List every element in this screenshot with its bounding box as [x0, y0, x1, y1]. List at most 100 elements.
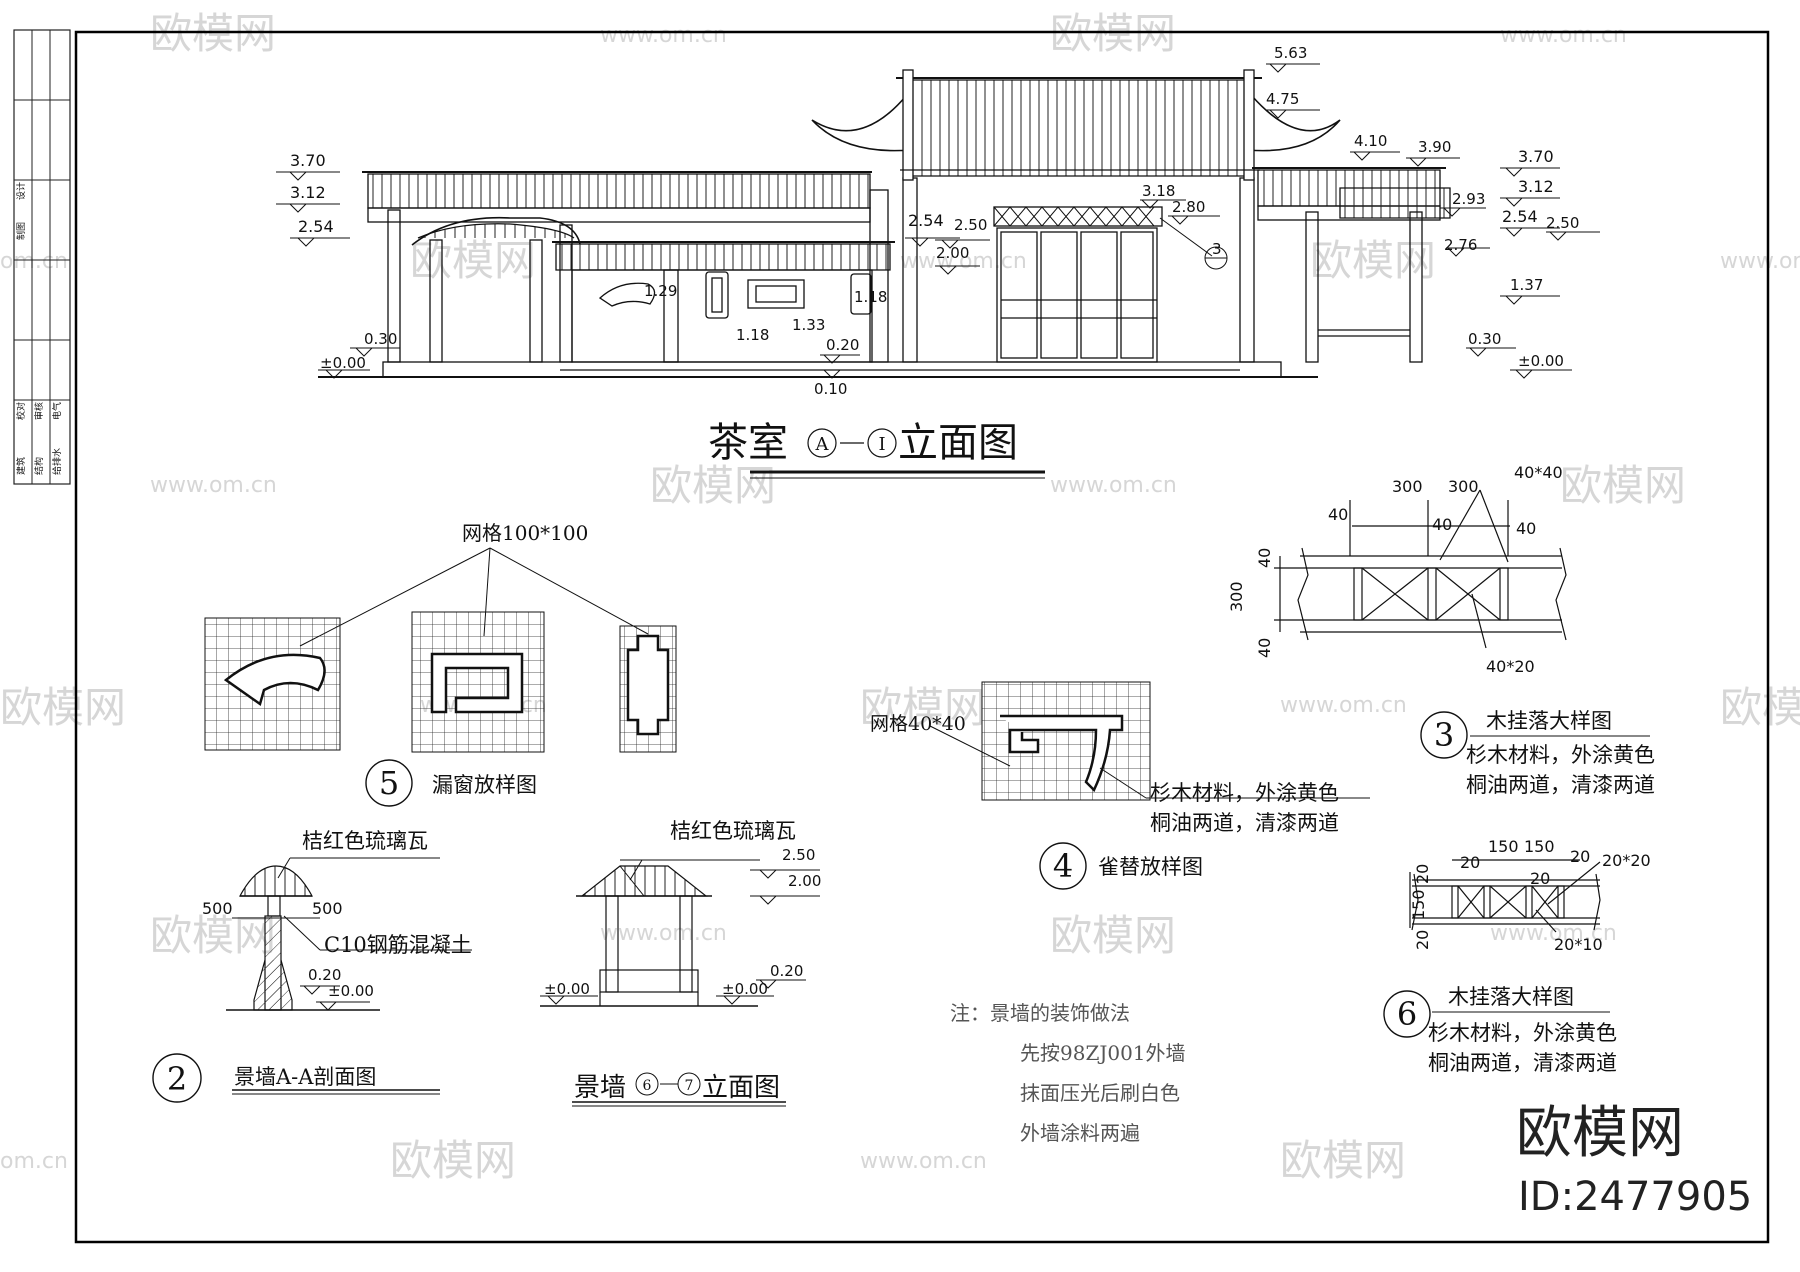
axis-bubble: A: [815, 434, 830, 455]
brand-logo-text: 欧模网: [1516, 1101, 1684, 1166]
watermark: 欧模网: [1280, 1136, 1406, 1185]
dimension: 20: [1413, 864, 1432, 884]
detail-title: 木挂落大样图: [1448, 985, 1574, 1009]
detail-title: 漏窗放样图: [432, 773, 537, 797]
detail-number: 6: [1397, 995, 1417, 1033]
axis-bubble: I: [878, 434, 885, 455]
level-label: 2.50: [954, 216, 987, 234]
dimension: 150: [1488, 837, 1519, 856]
watermark: 欧模网: [1050, 9, 1176, 58]
level-label: ±0.00: [544, 980, 590, 998]
watermark: 欧模网: [150, 911, 276, 960]
material-label: C10钢筋混凝土: [324, 933, 472, 957]
level-label: 2.93: [1452, 190, 1485, 208]
level-label: 2.54: [298, 217, 334, 236]
level-label: 2.54: [1502, 207, 1538, 226]
dimension: 500: [202, 899, 233, 918]
material-note: 桐油两道，清漆两道: [1428, 1051, 1617, 1075]
level-label: 2.54: [908, 211, 944, 230]
title-block: 设计 制图 校对 审核 建筑 结构 电气 给排水: [13, 29, 71, 485]
title-text: 景墙: [574, 1073, 626, 1103]
title-block-cell: 设计: [15, 182, 27, 200]
watermark-url: www.om.cn: [600, 921, 727, 946]
title-block-cell: 校对: [15, 402, 27, 420]
level-label: 2.50: [782, 846, 815, 864]
level-label: 1.18: [854, 288, 887, 306]
level-label: 2.80: [1172, 198, 1205, 216]
level-label: 0.20: [826, 336, 859, 354]
dimension: 300: [1448, 477, 1479, 496]
watermark-url: www.om.cn: [600, 23, 727, 48]
watermark-url: www.om.cn: [150, 473, 277, 498]
material-note: 桐油两道，清漆两道: [1150, 811, 1339, 835]
grid-label: 网格100*100: [462, 521, 588, 545]
watermark-url: om.cn: [0, 249, 68, 274]
level-label: 3.18: [1142, 182, 1175, 200]
dimension: 40: [1432, 515, 1452, 534]
dimension: 20: [1460, 853, 1480, 872]
main-elevation-title: 茶室 A I 立面图: [708, 420, 1045, 479]
detail-6-drawing: [1383, 859, 1610, 1038]
title-block-cell: 制图: [15, 222, 27, 240]
dimension: 40: [1328, 505, 1348, 524]
watermark-url: om.cn: [0, 1149, 68, 1174]
watermark-url: www.om.cn: [1050, 473, 1177, 498]
title-block-cell: 建筑: [15, 457, 27, 475]
detail-2-drawing: [152, 857, 472, 1103]
watermark-url: www.om.cn: [1500, 23, 1627, 48]
detail-5-drawing: [204, 547, 677, 807]
dimension: 20: [1570, 847, 1590, 866]
title-block-cell: 审核: [33, 402, 45, 420]
dimension: 20: [1413, 930, 1432, 950]
watermark: 欧模网: [390, 1136, 516, 1185]
title-text: 茶室: [708, 420, 788, 466]
level-label: 3.12: [290, 183, 326, 202]
dimension: 20*20: [1602, 851, 1651, 870]
level-label: 1.33: [792, 316, 825, 334]
watermark-url: www.om.cn: [860, 1149, 987, 1174]
detail-title: 木挂落大样图: [1486, 709, 1612, 733]
title-text: 立面图: [702, 1073, 780, 1103]
note-line: 外墙涂料两遍: [1020, 1121, 1140, 1145]
watermark: 欧模网: [650, 461, 776, 510]
level-label: ±0.00: [328, 982, 374, 1000]
dimension: 40: [1255, 548, 1274, 568]
detail-callout-number: 3: [1212, 240, 1222, 258]
watermark: 欧模网: [1050, 911, 1176, 960]
level-label: ±0.00: [320, 354, 366, 372]
dimension: 40: [1255, 638, 1274, 658]
title-text: 立面图: [898, 420, 1018, 466]
wall-elevation-drawing: [540, 859, 820, 1107]
watermark: 欧模网: [410, 236, 536, 285]
dimension: 20: [1530, 869, 1550, 888]
dimension: 40*20: [1486, 657, 1535, 676]
tea-house-elevation: [318, 69, 1451, 378]
dimension: 40*40: [1514, 463, 1563, 482]
title-block-cell: 结构: [33, 457, 45, 475]
detail-number: 4: [1053, 847, 1073, 885]
level-label: 1.18: [736, 326, 769, 344]
watermark-url: www.om.cn: [900, 249, 1027, 274]
grid-label: 网格40*40: [870, 713, 966, 735]
detail-4-drawing: [929, 681, 1370, 890]
note-line: 抹面压光后刷白色: [1020, 1081, 1180, 1105]
level-label: 3.70: [1518, 147, 1554, 166]
level-label: 0.10: [814, 380, 847, 398]
axis-bubble: 7: [685, 1078, 694, 1094]
dimension: 300: [1392, 477, 1423, 496]
level-label: 3.70: [290, 151, 326, 170]
level-label: 2.00: [788, 872, 821, 890]
detail-number: 3: [1434, 716, 1454, 754]
level-label: 5.63: [1274, 44, 1307, 62]
watermark-url: www.om.cn: [1720, 249, 1800, 274]
level-label: 1.37: [1510, 276, 1543, 294]
detail-3-drawing: [1274, 489, 1650, 759]
level-label: 2.76: [1444, 236, 1477, 254]
material-label: 桔红色琉璃瓦: [302, 829, 428, 853]
material-label: 桔红色琉璃瓦: [670, 819, 796, 843]
level-label: 0.30: [364, 330, 397, 348]
watermark: 欧模网: [0, 683, 126, 732]
detail-number: 5: [379, 764, 399, 802]
material-note: 桐油两道，清漆两道: [1466, 773, 1655, 797]
